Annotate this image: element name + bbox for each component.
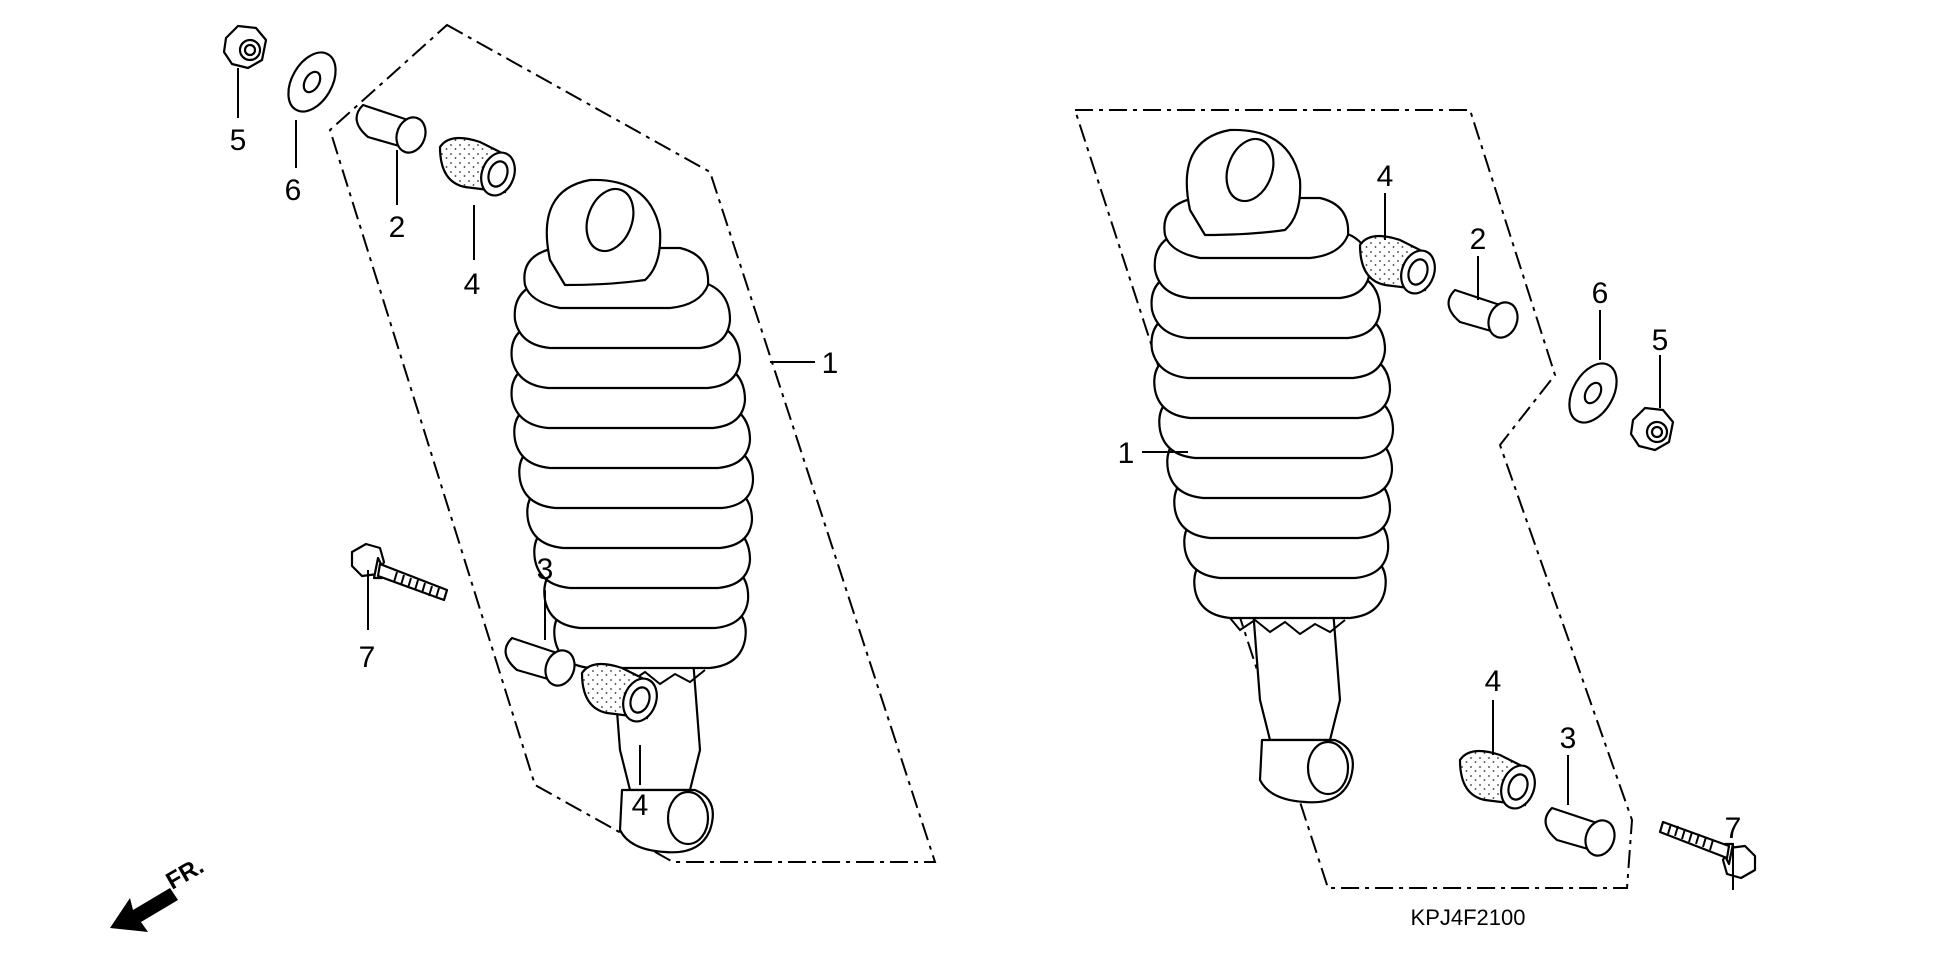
callout-4: 4 <box>464 268 481 301</box>
callout-2: 2 <box>389 211 406 244</box>
callout-4: 4 <box>632 789 649 822</box>
callout-7: 7 <box>1725 812 1742 845</box>
right-lower-collar <box>1544 806 1621 861</box>
right-flange-nut <box>1629 406 1675 452</box>
right-lower-bushing <box>1458 749 1542 815</box>
left-flange-bolt <box>350 542 449 602</box>
left-flange-nut <box>222 24 268 70</box>
left-washer <box>277 43 347 121</box>
callout-6: 6 <box>1592 277 1609 310</box>
callout-3: 3 <box>537 553 554 586</box>
left-kit-outline <box>328 23 937 863</box>
callout-6: 6 <box>285 174 302 207</box>
left-shock-absorber <box>510 178 755 854</box>
callout-4: 4 <box>1377 160 1394 193</box>
left-upper-bushing <box>438 136 522 202</box>
callout-4: 4 <box>1485 665 1502 698</box>
callout-2: 2 <box>1470 223 1487 256</box>
callout-1: 1 <box>1118 437 1135 470</box>
right-assembly: 4 2 6 5 1 4 3 7 <box>1073 109 1757 890</box>
callout-5: 5 <box>1652 324 1669 357</box>
right-shock-absorber <box>1150 128 1395 804</box>
right-kit-outline <box>1073 109 1634 889</box>
left-assembly: 5 6 2 4 1 7 3 4 <box>222 23 937 863</box>
left-upper-collar <box>355 103 432 158</box>
callout-3: 3 <box>1560 722 1577 755</box>
front-direction-arrow: FR. <box>110 852 208 932</box>
callout-5: 5 <box>230 124 247 157</box>
right-washer <box>1558 354 1628 432</box>
diagram-code: KPJ4F2100 <box>1411 905 1526 930</box>
callout-1: 1 <box>822 347 839 380</box>
front-label: FR. <box>162 852 209 895</box>
right-upper-collar <box>1447 288 1524 343</box>
callout-7: 7 <box>359 641 376 674</box>
